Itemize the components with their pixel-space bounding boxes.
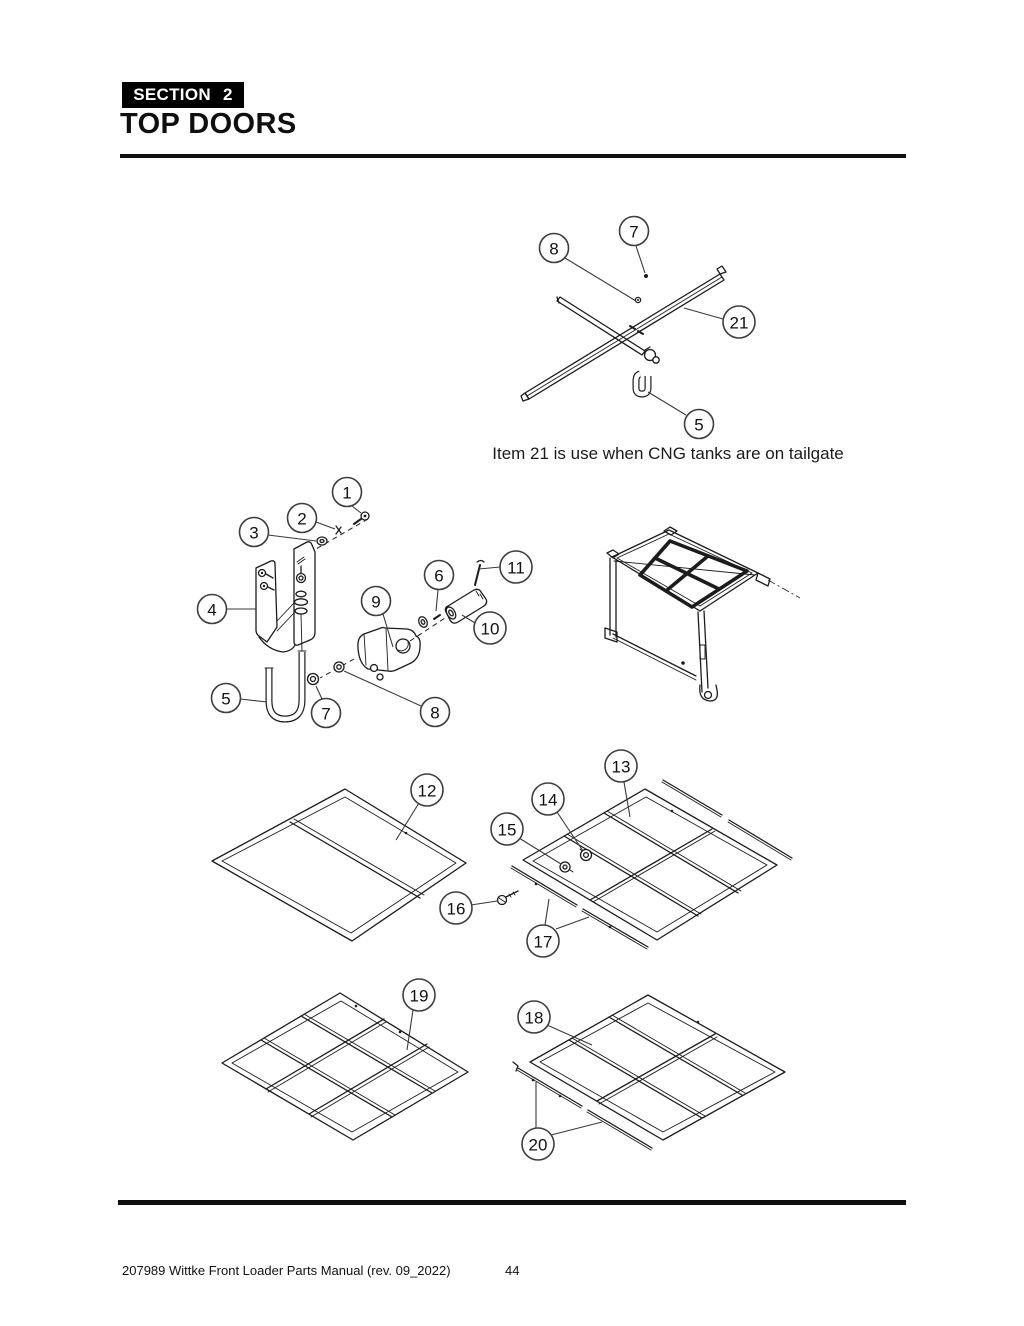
footer-doc-title: 207989 Wittke Front Loader Parts Manual …: [122, 1263, 451, 1278]
callout-7-bracket: 7: [310, 685, 342, 729]
callout-14: 14: [531, 782, 584, 852]
screw-16: 16: [439, 890, 519, 925]
top-door-panel-12: 12: [211, 773, 467, 942]
section-badge: SECTION 2: [122, 82, 244, 108]
callout-9: 9: [360, 585, 394, 648]
callout-16: 16: [439, 891, 498, 925]
nut-7: [306, 672, 320, 686]
callout-20-label: 20: [529, 1136, 548, 1155]
callout-5-top-label: 5: [694, 416, 703, 435]
top-door-panel-18: 18 20: [512, 994, 786, 1161]
callout-21: 21: [683, 305, 756, 339]
callout-15-label: 15: [498, 821, 517, 840]
callout-5-top: 5: [647, 391, 715, 440]
callout-17: 17: [526, 898, 590, 958]
callout-1: 1: [331, 476, 363, 514]
footer-rule: [118, 1200, 906, 1205]
latch-block-9: [357, 626, 421, 681]
callout-3-label: 3: [249, 524, 258, 543]
top-door-panel-13: 13 14 15 17: [490, 749, 793, 958]
seal-strip-20: [512, 1061, 653, 1151]
page-title: TOP DOORS: [120, 108, 297, 140]
callout-12: 12: [395, 773, 444, 841]
callout-14-label: 14: [539, 791, 558, 810]
fastener-14: [579, 848, 593, 862]
washer-3: [316, 536, 328, 546]
callout-9-label: 9: [371, 593, 380, 612]
hook-bracket-assembly-diagram: 1 2 3 4 5: [196, 476, 533, 729]
callout-5-bracket: 5: [210, 682, 268, 714]
callout-20: 20: [521, 1082, 603, 1161]
top-door-closed-frame: [638, 539, 749, 609]
callout-6-label: 6: [434, 567, 443, 586]
hook-bracket-4: [255, 541, 316, 653]
callout-7-top-label: 7: [629, 223, 638, 242]
callout-18: 18: [517, 1000, 593, 1046]
cotter-pin-11: [474, 559, 485, 586]
callout-16-label: 16: [447, 900, 466, 919]
callout-2-label: 2: [297, 510, 306, 529]
callout-5-bracket-label: 5: [221, 690, 230, 709]
callout-6: 6: [423, 559, 455, 612]
callout-1-label: 1: [342, 484, 351, 503]
callout-13-label: 13: [612, 758, 631, 777]
footer-page-number: 44: [505, 1263, 520, 1278]
bolt-7-target: [644, 274, 648, 278]
callout-8-top: 8: [538, 232, 637, 302]
top-door-panel-19: 19: [221, 978, 469, 1141]
cng-note: Item 21 is use when CNG tanks are on tai…: [492, 444, 844, 463]
j-hook-5: [264, 650, 307, 723]
callout-4-label: 4: [207, 601, 216, 620]
callout-11: 11: [478, 550, 533, 584]
rod-clevis: [643, 346, 660, 364]
washer-8: [333, 661, 345, 673]
callout-21-label: 21: [730, 314, 749, 333]
callout-7-bracket-label: 7: [321, 705, 330, 724]
callout-8-top-label: 8: [549, 240, 558, 259]
seal-strip-upper: [661, 779, 793, 861]
clip-2: [335, 525, 342, 535]
callout-10: 10: [461, 611, 507, 645]
callout-3: 3: [238, 516, 317, 548]
callout-15: 15: [490, 812, 562, 865]
header-rule: [120, 154, 906, 158]
j-pin: [632, 370, 652, 398]
callout-11-label: 11: [507, 559, 525, 578]
callout-19: 19: [402, 978, 436, 1051]
bolt-8-target: [634, 296, 642, 304]
tailgate-reference-illustration: [604, 526, 801, 702]
washer-15: [559, 861, 574, 873]
callout-19-label: 19: [410, 987, 429, 1006]
washer-6-stack: [418, 614, 441, 628]
callout-2: 2: [286, 502, 336, 534]
callout-10-label: 10: [481, 620, 500, 639]
callout-18-label: 18: [525, 1009, 544, 1028]
callout-8-bracket: 8: [343, 670, 451, 728]
callout-4: 4: [196, 593, 256, 625]
callout-13: 13: [604, 749, 638, 818]
roller-cylinder-10: [444, 588, 488, 624]
callout-8-bracket-label: 8: [430, 704, 439, 723]
callout-7-top: 7: [618, 215, 650, 274]
callout-12-label: 12: [418, 782, 437, 801]
cng-bar-diagram: 7 8 21 5: [520, 215, 756, 440]
bolt-1: [353, 511, 370, 525]
callout-17-label: 17: [534, 933, 553, 952]
seal-strip-lower: [510, 865, 649, 950]
